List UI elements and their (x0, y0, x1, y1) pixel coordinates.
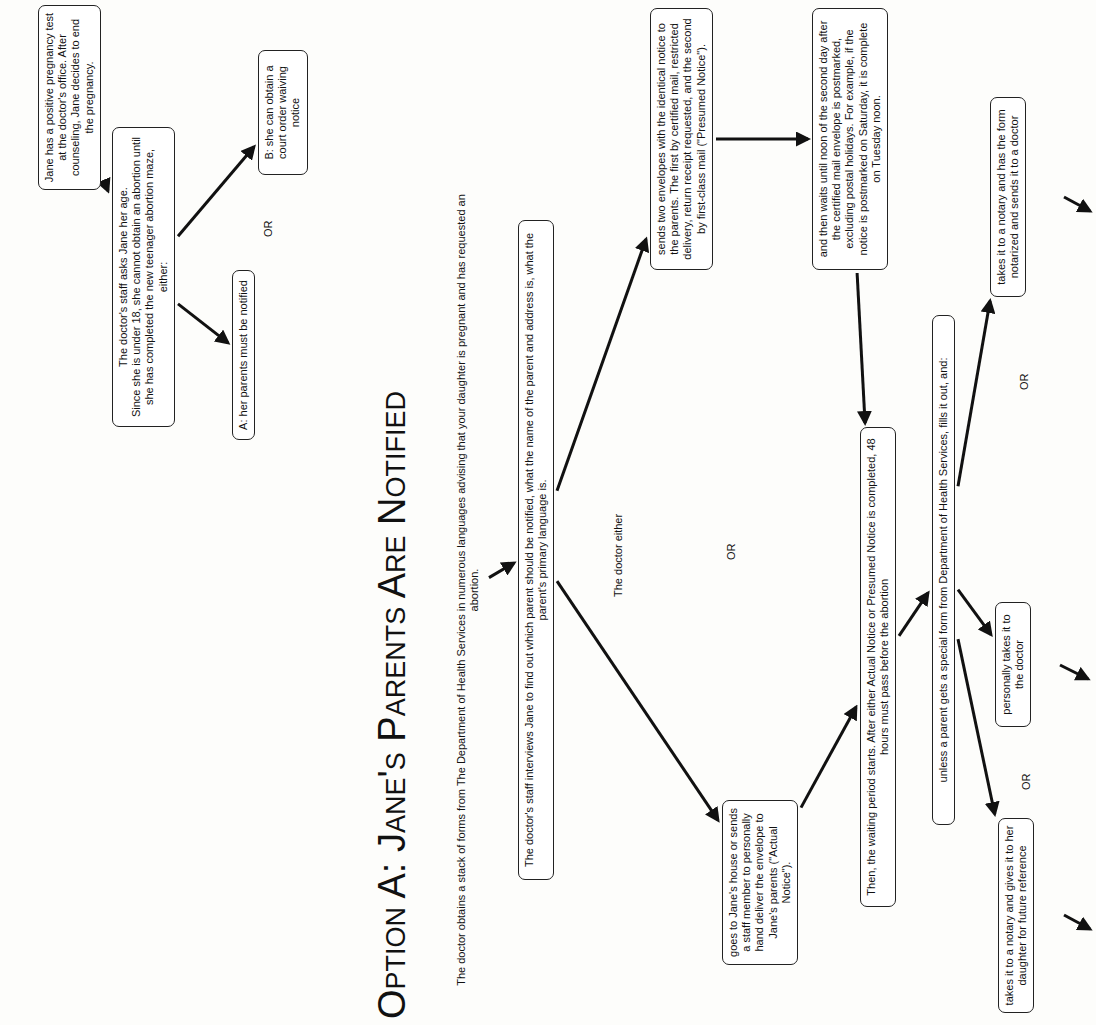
box-text: sends two envelopes with the identical n… (655, 15, 708, 263)
process-box: and then waits until noon of the second … (812, 8, 888, 270)
process-box: A: her parents must be notified (232, 270, 255, 440)
continuation-arrows (1060, 197, 1090, 929)
process-box: personally takes it to the doctor (995, 602, 1031, 727)
box-text: Jane has a positive pregnancy test at th… (43, 12, 96, 183)
step-text-block: The doctor obtains a stack of forms from… (450, 165, 486, 1015)
flow-arrow (958, 590, 991, 635)
flow-arrow (178, 147, 254, 237)
box-text: unless a parent gets a special form from… (937, 322, 950, 818)
flow-arrow (857, 273, 865, 423)
or-label: OR (1020, 771, 1033, 794)
flow-arrow (716, 138, 808, 141)
process-box: sends two envelopes with the identical n… (650, 8, 713, 270)
diagram-title: Option A: Jane's Parents Are Notified (372, 391, 414, 1019)
process-box: takes it to a notary and has the form no… (990, 97, 1026, 297)
flow-arrow (958, 301, 990, 486)
or-label: OR (1018, 371, 1031, 394)
flow-arrow (489, 563, 514, 578)
step-note: The doctor either (612, 511, 625, 600)
box-text: The doctor's staff asks Jane her age. (117, 134, 130, 420)
flow-arrow (899, 593, 928, 636)
flow-arrow (557, 581, 718, 820)
process-box: B: she can obtain a court order waiving … (258, 50, 308, 175)
continuation-arrow (1064, 915, 1090, 929)
continuation-arrow (1064, 197, 1090, 211)
flow-arrow (557, 239, 646, 490)
box-text: The doctor's staff interviews Jane to fi… (523, 227, 549, 873)
box-text: B: she can obtain a court order waiving … (263, 57, 303, 168)
process-box: takes it to a notary and gives it to her… (998, 818, 1034, 1013)
box-text: A: her parents must be notified (237, 277, 250, 433)
flow-arrow (178, 304, 228, 343)
continuation-arrow (1060, 665, 1088, 679)
box-text: goes to Jane's house or sends a staff me… (727, 807, 793, 958)
process-box: goes to Jane's house or sends a staff me… (722, 800, 798, 965)
flow-arrow (104, 181, 108, 191)
box-text: The doctor obtains a stack of forms from… (455, 172, 481, 1008)
or-label: OR (262, 218, 275, 241)
box-text: takes it to a notary and has the form no… (995, 104, 1021, 290)
box-text: Since she is under 18, she cannot obtain… (130, 134, 170, 420)
process-box: unless a parent gets a special form from… (932, 315, 955, 825)
process-box: Jane has a positive pregnancy test at th… (38, 5, 101, 190)
box-text: Then, the waiting period starts. After e… (865, 434, 891, 900)
process-box: The doctor's staff asks Jane her age.Sin… (112, 127, 175, 427)
box-text: personally takes it to the doctor (1000, 609, 1026, 720)
box-text: and then waits until noon of the second … (817, 15, 883, 263)
process-box: The doctor's staff interviews Jane to fi… (518, 220, 554, 880)
flow-arrow (801, 707, 856, 807)
process-box: Then, the waiting period starts. After e… (860, 427, 896, 907)
or-label: OR (725, 541, 738, 564)
box-text: takes it to a notary and gives it to her… (1003, 825, 1029, 1006)
flow-arrow (958, 639, 995, 814)
